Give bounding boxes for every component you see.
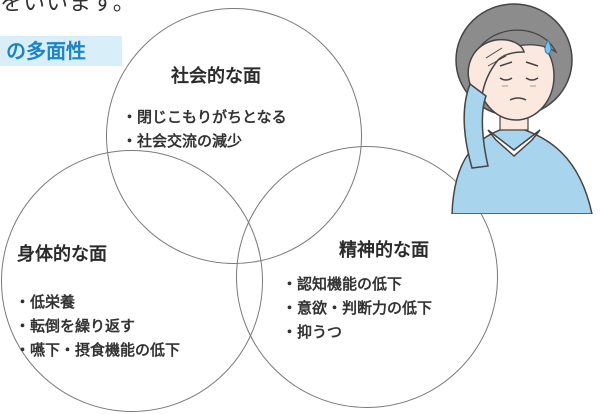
list-item: 嚥下・摂食機能の低下 <box>15 338 180 362</box>
physical-aspect-circle <box>1 150 263 412</box>
list-item: 転倒を繰り返す <box>15 314 180 338</box>
physical-aspect-list: 低栄養 転倒を繰り返す 嚥下・摂食機能の低下 <box>15 290 180 362</box>
list-item: 意欲・判断力の低下 <box>282 296 432 320</box>
list-item: 低栄養 <box>15 290 180 314</box>
section-tag: の多面性 <box>0 36 122 66</box>
intro-text-fragment: をいいます。 <box>0 0 136 16</box>
list-item: 閉じこもりがちとなる <box>122 105 287 129</box>
list-item: 社会交流の減少 <box>122 129 287 153</box>
mental-aspect-circle <box>236 146 498 408</box>
list-item: 抑うつ <box>282 320 432 344</box>
social-aspect-title: 社会的な面 <box>171 66 261 87</box>
worried-elderly-woman-icon <box>451 3 593 214</box>
mental-aspect-list: 認知機能の低下 意欲・判断力の低下 抑うつ <box>282 272 432 344</box>
list-item: 認知機能の低下 <box>282 272 432 296</box>
mental-aspect-title: 精神的な面 <box>339 240 429 261</box>
social-aspect-list: 閉じこもりがちとなる 社会交流の減少 <box>122 105 287 153</box>
physical-aspect-title: 身体的な面 <box>17 244 107 265</box>
